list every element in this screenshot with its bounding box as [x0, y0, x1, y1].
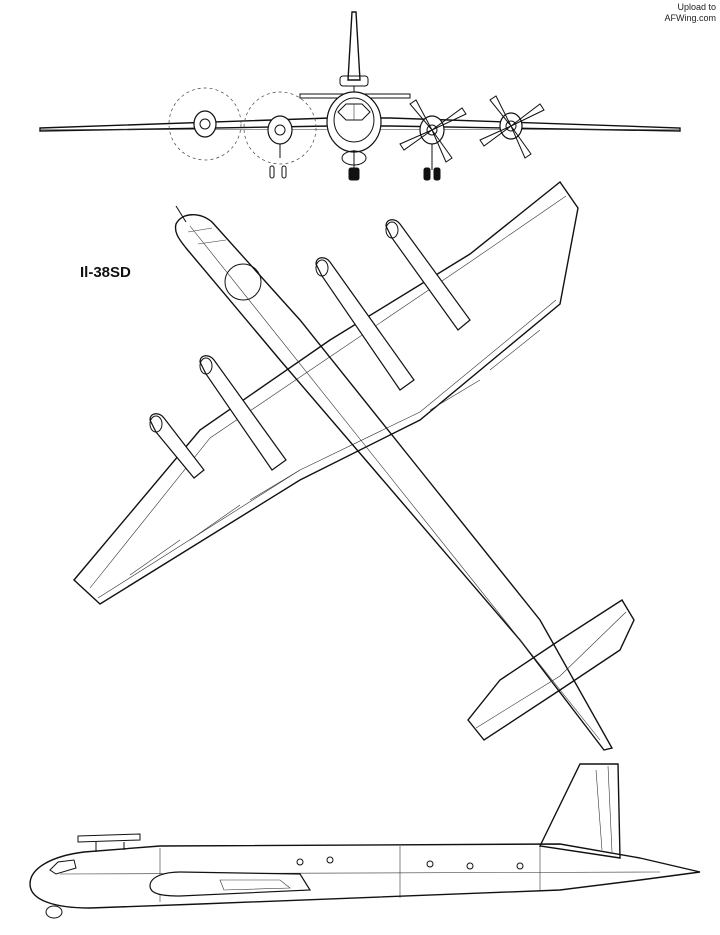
- front-fuselage: [326, 91, 382, 153]
- side-fuselage: [29, 843, 701, 909]
- side-dorsal-antenna: [77, 833, 141, 843]
- side-view: [29, 763, 701, 919]
- side-engine-nacelle: [149, 871, 312, 897]
- aircraft-designation: Il-38SD: [80, 264, 131, 281]
- top-fuselage: [174, 214, 614, 751]
- watermark-line-1: Upload to: [677, 2, 716, 12]
- top-wing: [73, 180, 579, 605]
- front-engine-left-outer: [193, 110, 217, 138]
- top-view: [73, 180, 635, 751]
- top-engine-3: [315, 257, 415, 391]
- front-view: [39, 11, 681, 181]
- top-engine-4: [385, 219, 471, 331]
- top-engine-2: [199, 355, 287, 471]
- front-propeller-right-outer: [479, 95, 545, 159]
- watermark-line-2: AFWing.com: [664, 13, 716, 23]
- front-prop-disc-left-inner: [243, 91, 317, 165]
- front-engine-left-inner: [267, 115, 293, 145]
- front-prop-disc-left-outer: [168, 87, 242, 161]
- front-propeller-right-inner: [399, 99, 467, 181]
- front-tail-fin: [347, 11, 361, 81]
- side-tail-fin: [538, 763, 621, 859]
- top-engine-1: [149, 413, 205, 479]
- top-stabilizer: [467, 599, 635, 741]
- watermark: Upload to AFWing.com: [664, 2, 716, 24]
- front-stabilizer: [299, 93, 411, 99]
